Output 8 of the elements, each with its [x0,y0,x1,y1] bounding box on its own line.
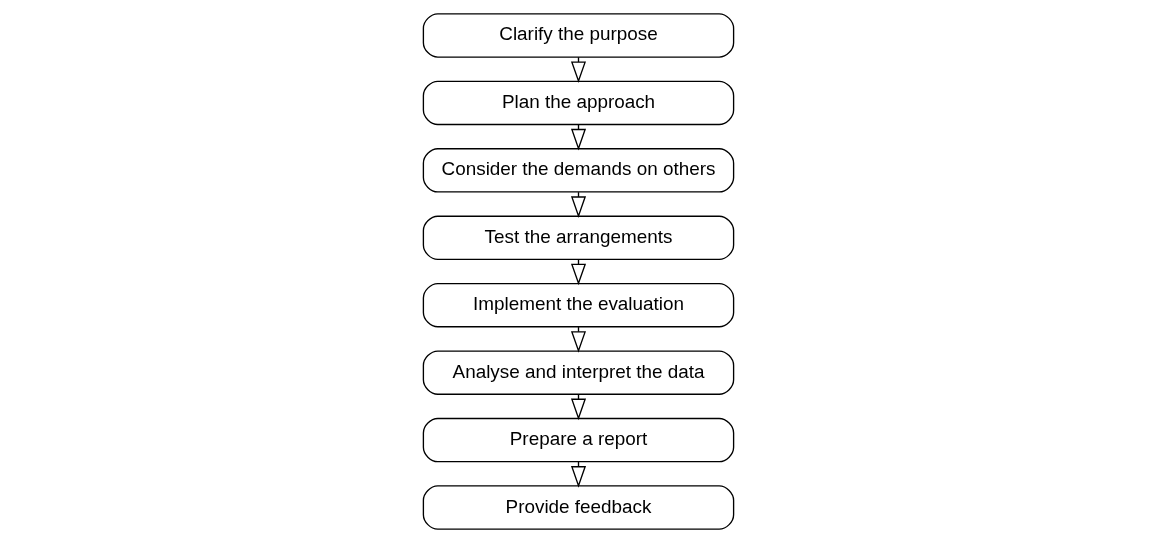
node-box: Prepare a report [422,417,734,463]
node-box: Analyse and interpret the data [422,350,734,395]
node-box: Consider the demands on others [422,148,734,193]
node-box: Plan the approach [422,80,734,126]
node-box: Provide feedback [422,485,734,530]
node-box: Test the arrangements [422,215,734,261]
node-box: Clarify the purpose [422,13,734,58]
node-box: Implement the evaluation [422,282,734,328]
